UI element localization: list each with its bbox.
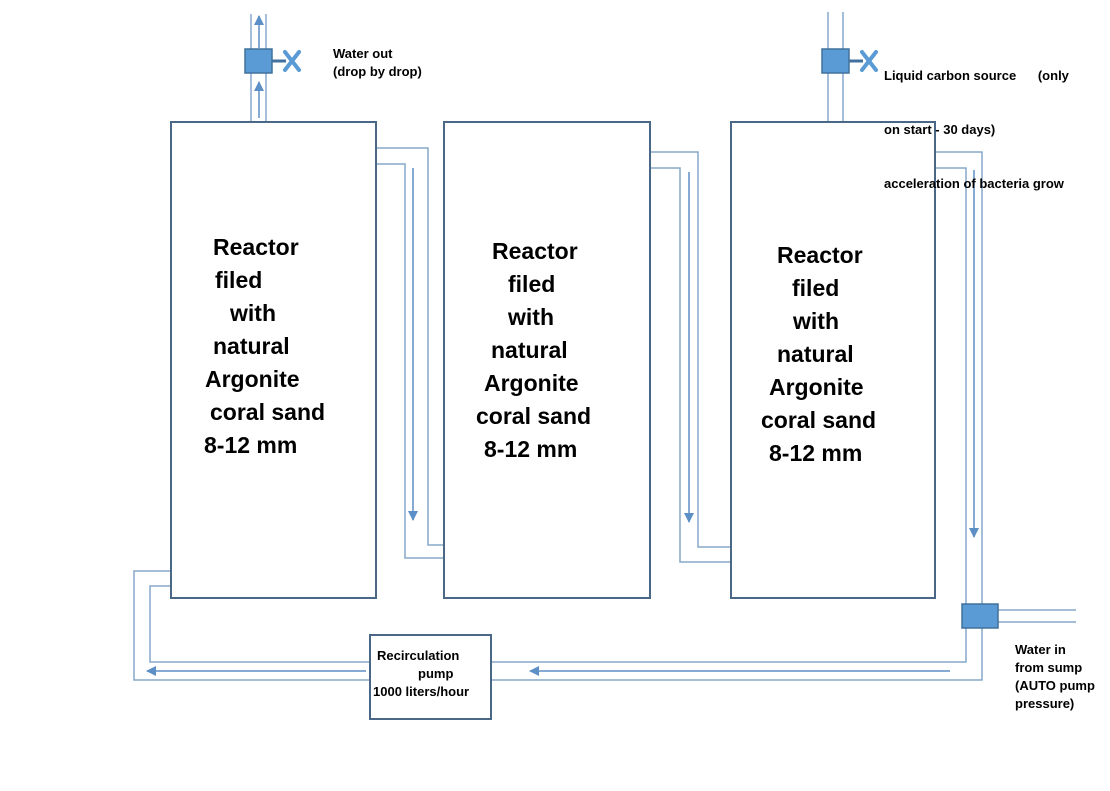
reactor-2-line-4: natural	[491, 337, 568, 363]
reactor-2-line-6: coral sand	[476, 403, 592, 429]
carbon-source-note: Liquid carbon source (only on start - 30…	[884, 31, 1069, 211]
reactor-2-line-2: filed	[508, 271, 556, 297]
water-in-note: Water in from sump (AUTO pump pressure)	[1015, 641, 1095, 713]
water-out-valve	[244, 48, 301, 74]
reactor-3-label: Reactor filed with natural Argonite cora…	[761, 239, 876, 470]
pipe-reactor1-to-reactor2	[376, 147, 444, 559]
reactor-3-line-3: with	[793, 308, 839, 334]
sump-inlet-pipe	[998, 609, 1076, 623]
reactor-2-line-3: with	[508, 304, 554, 330]
pump-note: Recirculation pump 1000 liters/hour	[372, 647, 491, 701]
carbon-source-valve	[821, 48, 878, 74]
pipe-reactor3-return	[491, 151, 983, 681]
water-out-note: Water out (drop by drop)	[333, 45, 422, 81]
reactor-3-line-2: filed	[792, 275, 840, 301]
water-out-line-1: Water out	[333, 46, 393, 61]
reactor-1-line-3: with	[230, 300, 276, 326]
water-in-line-3: (AUTO pump	[1015, 678, 1095, 693]
reactor-2-line-5: Argonite	[484, 370, 579, 396]
reactor-2-label: Reactor filed with natural Argonite cora…	[476, 235, 591, 466]
reactor-1-line-6: coral sand	[210, 399, 326, 425]
reactor-1-label: Reactor filed with natural Argonite cora…	[204, 231, 325, 462]
reactor-1-line-1: Reactor	[213, 234, 299, 260]
sump-inlet-valve	[961, 603, 999, 629]
reactor-1-line-2: filed	[215, 267, 263, 293]
reactor-3-line-6: coral sand	[761, 407, 877, 433]
pump-line-2: pump	[418, 666, 454, 681]
reactor-3	[730, 121, 936, 599]
reactor-2-line-1: Reactor	[492, 238, 578, 264]
pipe-reactor2-to-reactor3	[650, 151, 731, 563]
reactor-2	[443, 121, 651, 599]
pump-line-1: Recirculation	[377, 648, 460, 663]
reactor-3-line-1: Reactor	[777, 242, 863, 268]
reactor-3-line-5: Argonite	[769, 374, 864, 400]
carbon-source-line-2: on start - 30 days)	[884, 122, 996, 137]
reactor-1-line-5: Argonite	[205, 366, 300, 392]
close-valve-icon	[860, 50, 878, 72]
reactor-1-line-4: natural	[213, 333, 290, 359]
recirculation-pump	[369, 634, 492, 720]
reactor-2-line-7: 8-12 mm	[484, 436, 578, 462]
carbon-source-line-1: Liquid carbon source (only	[884, 68, 1069, 83]
reactor-3-line-4: natural	[777, 341, 854, 367]
pipe-pump-to-reactor1	[133, 570, 370, 681]
reactor-1	[170, 121, 377, 599]
water-in-line-1: Water in	[1015, 642, 1066, 657]
reactor-3-line-7: 8-12 mm	[769, 440, 863, 466]
water-in-line-4: pressure)	[1015, 696, 1075, 711]
water-out-line-2: (drop by drop)	[333, 64, 422, 79]
close-valve-icon	[283, 50, 301, 72]
reactor-1-line-7: 8-12 mm	[204, 432, 298, 458]
water-in-line-2: from sump	[1015, 660, 1083, 675]
carbon-source-line-3: acceleration of bacteria grow	[884, 176, 1064, 191]
pump-line-3: 1000 liters/hour	[373, 684, 470, 699]
